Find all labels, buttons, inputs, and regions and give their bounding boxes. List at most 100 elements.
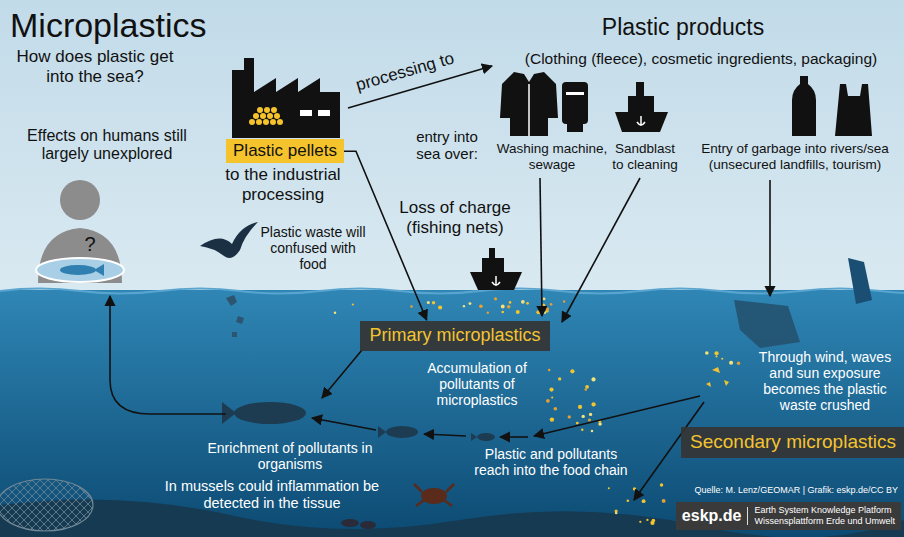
source-label: Sandblast to cleaning (610, 141, 680, 172)
logo-subtitle-line: Wissensplattform Erde und Umwelt (754, 516, 895, 527)
pellet-box: Plastic pellets (226, 139, 344, 163)
microplastic-dot (543, 297, 546, 300)
microplastic-dot (536, 310, 540, 314)
microplastic-dot (737, 362, 740, 365)
product-icons (835, 84, 872, 136)
crab-mussel-icons (341, 519, 359, 527)
microplastic-dot (501, 305, 505, 309)
microplastic-dot (642, 499, 646, 503)
product-icons (637, 116, 645, 126)
microplastic-dot (548, 369, 551, 372)
product-icons (566, 92, 584, 95)
microplastic-dot (554, 407, 558, 411)
person-figure (60, 180, 100, 220)
background (0, 290, 904, 537)
microplastic-dot (662, 499, 666, 503)
floating-waste (706, 367, 729, 387)
flow-arrows (322, 350, 362, 398)
flow-arrows (534, 396, 700, 436)
microplastic-dot (729, 361, 733, 365)
person-figure (94, 264, 104, 276)
factory-icon (232, 58, 340, 138)
crab-mussel-icons (360, 521, 376, 529)
microplastic-dot (721, 358, 723, 360)
microplastic-dot (507, 305, 511, 309)
microplastic-dot (509, 301, 512, 304)
note: Plastic waste will confused with food (256, 224, 371, 272)
microplastic-dot (639, 521, 641, 523)
logo-subtitle: Earth System Knowledge PlatformWissenspl… (754, 505, 895, 527)
background (0, 289, 904, 294)
microplastic-dot (543, 311, 546, 314)
credit: Quelle: M. Lenz/GEOMAR | Grafik: eskp.de… (678, 485, 898, 495)
microplastic-dot (410, 305, 413, 308)
seabed (0, 479, 93, 531)
microplastic-dot (516, 310, 520, 314)
fish-icons (234, 402, 306, 424)
microplastic-dot (501, 311, 504, 314)
microplastic-dot (549, 387, 553, 391)
product-icons (628, 96, 654, 112)
factory-icon (318, 110, 330, 116)
crab-mussel-icons (414, 484, 454, 506)
flow-arrows (769, 180, 771, 296)
fish-icons (222, 402, 236, 424)
person-figure (36, 258, 124, 282)
fishing-ship-icon (470, 272, 522, 290)
microplastic-dot (352, 303, 354, 305)
product-icons (528, 84, 530, 136)
microplastic-dot (546, 399, 550, 403)
microplastic-dot (585, 385, 589, 389)
microplastic-dots (334, 297, 740, 525)
fish-icons (477, 433, 495, 441)
flow-arrows (110, 296, 226, 414)
microplastic-dot (646, 519, 648, 521)
factory-icon (249, 119, 255, 125)
product-icons (500, 72, 558, 136)
bird-icon (200, 222, 258, 258)
note: Effects on humans still largely unexplor… (16, 127, 198, 164)
microplastic-dot (633, 487, 636, 490)
microplastic-dot (479, 304, 483, 308)
person-figure (60, 265, 96, 275)
factory-icon (260, 113, 266, 119)
microplastic-dot (588, 419, 591, 422)
floating-waste (848, 258, 872, 304)
factory-icon (274, 113, 280, 119)
crab-mussel-icons (421, 488, 447, 504)
fishing-ship-icon (492, 276, 500, 286)
product-list: (Clothing (fleece), cosmetic ingredients… (502, 50, 900, 68)
microplastic-dot (526, 302, 529, 305)
microplastic-dot (521, 300, 525, 304)
source-label: Washing machine, sewage (496, 141, 608, 172)
logo-subtitle-line: Earth System Knowledge Platform (754, 505, 895, 516)
microplastic-dot (714, 351, 718, 355)
microplastic-dot (591, 377, 595, 381)
fish-icons (378, 426, 386, 438)
microplastic-dot (660, 483, 663, 486)
person-figure (36, 180, 124, 283)
microplastic-dot (551, 396, 553, 398)
note: entry into sea over: (402, 128, 492, 163)
product-icons (562, 82, 588, 124)
question-text: How does plastic get into the sea? (9, 47, 181, 86)
factory-icon (264, 107, 270, 113)
microplastic-dot (334, 311, 337, 314)
microplastic-dot (469, 302, 472, 305)
note: Accumulation of pollutants of microplast… (417, 360, 537, 408)
factory-icon (270, 119, 276, 125)
microplastic-dot (627, 499, 630, 502)
product-icons (792, 76, 816, 136)
box-text: Plastic pellets (233, 141, 337, 161)
microplastic-dot (598, 422, 601, 425)
microplastic-dot (463, 305, 465, 307)
microplastic-dot (427, 301, 430, 304)
note: to the industrial processing (213, 165, 353, 204)
factory-icon (277, 119, 283, 125)
microplastic-dot (591, 430, 593, 432)
seabed (0, 479, 904, 537)
fishing-ship-icon (470, 248, 522, 290)
microplastic-dot (615, 509, 618, 512)
